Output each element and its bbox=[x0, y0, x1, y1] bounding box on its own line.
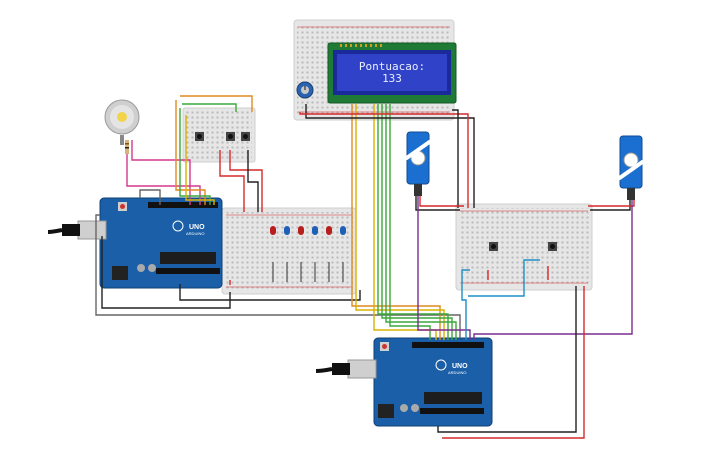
board-label-arduino: ARDUINO bbox=[186, 231, 204, 236]
pushbutton-icon[interactable] bbox=[489, 242, 498, 251]
pushbutton-icon[interactable] bbox=[226, 132, 235, 141]
pushbutton-icon[interactable] bbox=[241, 132, 250, 141]
breadboard-leds[interactable] bbox=[221, 207, 357, 295]
arduino-uno-left[interactable]: UNO ARDUINO bbox=[99, 197, 223, 289]
servo-icon[interactable] bbox=[617, 135, 645, 200]
potentiometer-icon[interactable] bbox=[296, 81, 314, 99]
pushbutton-icon[interactable] bbox=[195, 132, 204, 141]
lcd-display[interactable]: Pontuacao: 133 bbox=[327, 42, 457, 104]
board-label-uno: UNO bbox=[189, 224, 205, 231]
led-row bbox=[270, 226, 346, 235]
resistor-row bbox=[272, 262, 344, 282]
usb-cable-icon bbox=[47, 220, 107, 240]
board-label-uno: UNO bbox=[452, 363, 468, 370]
servo-icon[interactable] bbox=[404, 131, 432, 196]
lcd-line-1: Pontuacao: bbox=[359, 60, 425, 73]
pushbutton-icon[interactable] bbox=[548, 242, 557, 251]
dc-motor-icon[interactable] bbox=[104, 99, 140, 145]
usb-cable-icon bbox=[315, 359, 377, 379]
lcd-line-2: 133 bbox=[382, 72, 402, 85]
wires bbox=[95, 95, 635, 439]
arduino-uno-bottom[interactable]: UNO ARDUINO bbox=[373, 337, 493, 427]
resistor-motor bbox=[125, 140, 129, 154]
board-label-arduino: ARDUINO bbox=[448, 370, 466, 375]
